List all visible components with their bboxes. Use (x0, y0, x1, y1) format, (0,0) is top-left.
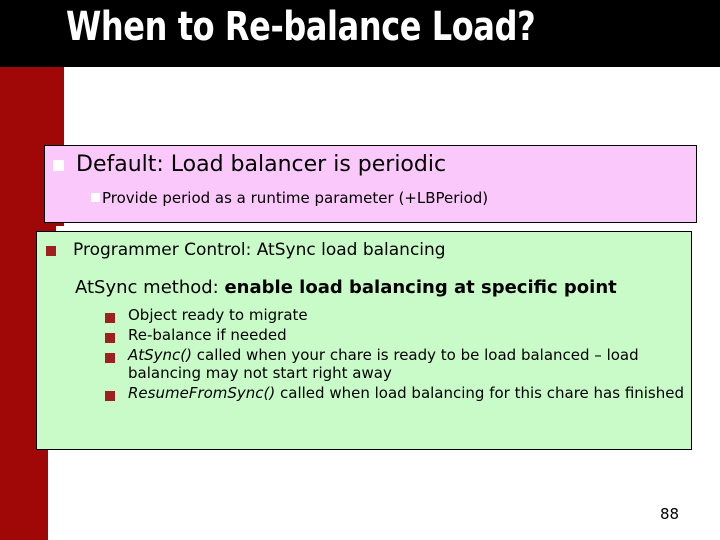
list-item-label: AtSync() called when your chare is ready… (128, 346, 685, 382)
white-square-bullet-icon (53, 160, 64, 171)
list-item-text: called when load balancing for this char… (275, 384, 685, 402)
list-item: AtSync() called when your chare is ready… (105, 346, 685, 382)
red-square-bullet-icon (105, 333, 115, 343)
title-bar (0, 0, 720, 67)
list-item-label: Re-balance if needed (128, 326, 287, 344)
pink-bullet-level2: Provide period as a runtime parameter (+… (91, 188, 488, 208)
list-item-italic: ResumeFromSync() (128, 384, 276, 402)
list-item-text: called when your chare is ready to be lo… (128, 346, 639, 382)
red-square-bullet-icon (105, 353, 115, 363)
pink-level2-label: Provide period as a runtime parameter (+… (102, 189, 489, 207)
page-number: 88 (660, 505, 680, 523)
list-item-text: Object ready to migrate (128, 306, 308, 324)
list-item-italic: AtSync() (128, 346, 192, 364)
green-bullet-level1: Programmer Control: AtSync load balancin… (46, 238, 446, 262)
green-sub-bullet-list: Object ready to migrate Re-balance if ne… (105, 306, 685, 404)
green-level1-label: Programmer Control: AtSync load balancin… (73, 240, 446, 260)
pink-bullet-level1: Default: Load balancer is periodic (53, 151, 446, 179)
green-content-box: Programmer Control: AtSync load balancin… (36, 231, 692, 450)
list-item: ResumeFromSync() called when load balanc… (105, 384, 685, 402)
pink-content-box: Default: Load balancer is periodic Provi… (44, 145, 697, 223)
atsync-method-line: AtSync method: enable load balancing at … (75, 276, 617, 300)
list-item: Object ready to migrate (105, 306, 685, 324)
list-item-label: ResumeFromSync() called when load balanc… (128, 384, 684, 402)
red-square-bullet-icon (46, 246, 56, 256)
white-square-bullet-icon (91, 193, 100, 202)
red-square-bullet-icon (105, 391, 115, 401)
atsync-method-regular: AtSync method: (75, 277, 225, 298)
red-square-bullet-icon (105, 313, 115, 323)
list-item-text: Re-balance if needed (128, 326, 287, 344)
list-item-label: Object ready to migrate (128, 306, 308, 324)
atsync-method-bold: enable load balancing at specific point (224, 277, 617, 298)
list-item: Re-balance if needed (105, 326, 685, 344)
pink-level1-label: Default: Load balancer is periodic (76, 152, 447, 177)
page-title: When to Re-balance Load? (66, 4, 536, 50)
